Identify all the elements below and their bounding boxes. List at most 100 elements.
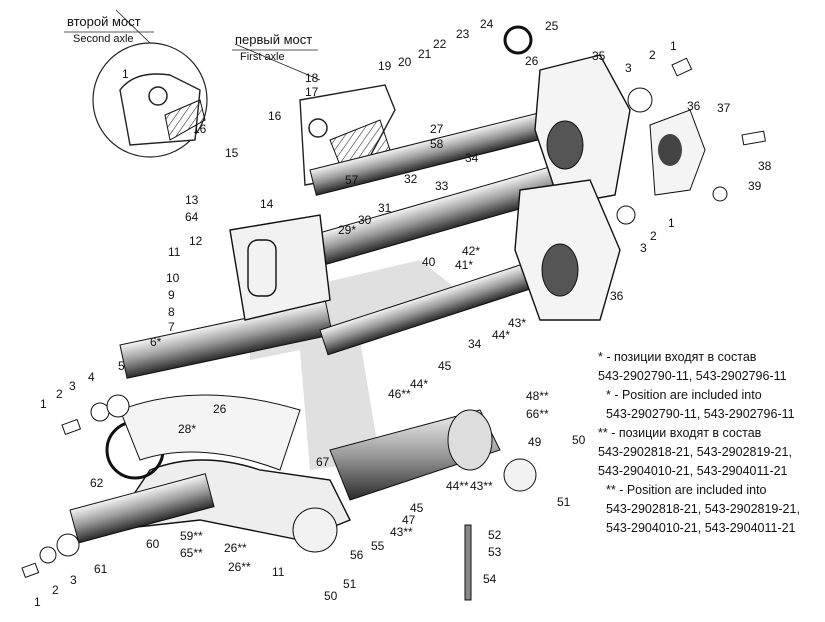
callout-37: 37: [717, 101, 731, 115]
callout-52: 52: [488, 528, 502, 542]
callout-43a: 43*: [508, 316, 526, 330]
note-line: ** - позиции входят в состав: [598, 426, 762, 440]
callout-31: 31: [378, 201, 392, 215]
caption-first-axle-ru: первый мост: [235, 32, 312, 47]
callout-5: 5: [118, 359, 125, 373]
note-line: * - позиции входят в состав: [598, 350, 757, 364]
note-line: 543-2902818-21, 543-2902819-21,: [606, 502, 800, 516]
callout-3-mid: 3: [640, 241, 647, 255]
callout-43c: 43**: [390, 525, 413, 539]
callout-19: 19: [378, 59, 392, 73]
callout-1: 1: [40, 397, 47, 411]
callout-45b: 45: [410, 501, 424, 515]
callout-2: 2: [56, 387, 63, 401]
callout-36b: 36: [610, 289, 624, 303]
callout-2-top: 2: [649, 48, 656, 62]
callout-50a: 50: [572, 433, 586, 447]
callout-60: 60: [146, 537, 160, 551]
note-line: 543-2902790-11, 543-2902796-11: [598, 369, 787, 383]
callout-9: 9: [168, 288, 175, 302]
callout-68: 1: [122, 67, 129, 81]
callout-1b: 1: [34, 595, 41, 609]
callout-16a: 16: [193, 122, 207, 136]
callout-38: 38: [758, 159, 772, 173]
callout-49: 49: [528, 435, 542, 449]
callout-17: 17: [305, 85, 319, 99]
callout-24: 24: [480, 17, 494, 31]
callout-25: 25: [545, 19, 559, 33]
right-housing: [514, 54, 706, 321]
callout-59: 59**: [180, 529, 203, 543]
callout-51b: 51: [343, 577, 357, 591]
callout-13: 13: [185, 193, 199, 207]
callout-11: 11: [168, 245, 181, 259]
callout-29: 29*: [338, 223, 356, 237]
callout-67: 67: [316, 455, 330, 469]
callout-27: 27: [430, 122, 444, 136]
callout-56: 56: [350, 548, 364, 562]
upper-shaft-assembly: [119, 108, 560, 379]
callout-32: 32: [404, 172, 418, 186]
callout-55: 55: [371, 539, 385, 553]
callout-61: 61: [94, 562, 108, 576]
callout-48: 48**: [526, 389, 549, 403]
callout-43b: 43**: [470, 479, 493, 493]
callout-23: 23: [456, 27, 470, 41]
callout-64: 64: [185, 210, 199, 224]
caption-second-axle-ru: второй мост: [67, 14, 141, 29]
position-notes: * - позиции входят в состав 543-2902790-…: [598, 348, 823, 538]
callout-16b: 16: [268, 109, 282, 123]
callout-26c: 26**: [224, 541, 247, 555]
callout-44c: 44**: [446, 479, 469, 493]
note-line: 543-2904010-21, 543-2904011-21: [598, 464, 788, 478]
callout-10: 10: [166, 271, 180, 285]
callout-30: 30: [358, 213, 372, 227]
note-line: * - Position are included into: [606, 388, 762, 402]
callout-2b: 2: [52, 583, 59, 597]
callout-50b: 50: [324, 589, 338, 603]
caption-first-axle-en: First axle: [240, 51, 285, 63]
callout-14: 14: [260, 197, 274, 211]
note-line: 543-2902818-21, 543-2902819-21,: [598, 445, 792, 459]
callout-4: 4: [88, 370, 95, 384]
callout-34: 34: [465, 151, 479, 165]
callout-53: 53: [488, 545, 502, 559]
note-line: 543-2902790-11, 543-2902796-11: [606, 407, 795, 421]
callout-62: 62: [90, 476, 104, 490]
fastener-parts: [21, 25, 766, 579]
callout-15: 15: [225, 146, 239, 160]
callout-66: 66**: [526, 407, 549, 421]
callout-1-top: 1: [670, 39, 677, 53]
callout-1-mid: 1: [668, 216, 675, 230]
callout-34b: 34: [468, 337, 482, 351]
callout-26d: 26**: [228, 560, 251, 574]
caption-second-axle-en: Second axle: [73, 33, 134, 45]
callout-39: 39: [748, 179, 762, 193]
callout-22: 22: [433, 37, 447, 51]
callout-36a: 36: [687, 99, 701, 113]
callout-54: 54: [483, 572, 497, 586]
callout-26: 26: [525, 54, 539, 68]
callout-44b: 44*: [410, 377, 428, 391]
callout-2-mid: 2: [650, 229, 657, 243]
callout-3b: 3: [70, 573, 77, 587]
callout-51a: 51: [557, 495, 571, 509]
callout-45: 45: [438, 359, 452, 373]
callout-65: 65**: [180, 546, 203, 560]
callout-46: 46**: [388, 387, 411, 401]
callout-44a: 44*: [492, 328, 510, 342]
second-axle-detail: [92, 9, 208, 158]
callout-18: 18: [305, 71, 319, 85]
callout-8: 8: [168, 305, 175, 319]
callout-21: 21: [418, 47, 432, 61]
lower-arm-assembly: [69, 394, 537, 601]
callout-42: 42*: [462, 244, 480, 258]
callout-20: 20: [398, 55, 412, 69]
callout-58: 58: [430, 137, 444, 151]
callout-labels: второй мост Second axle первый мост Firs…: [34, 14, 772, 609]
callout-3-top: 3: [625, 61, 632, 75]
callout-57: 57: [345, 173, 359, 187]
callout-3: 3: [69, 379, 76, 393]
callout-11b: 11: [272, 565, 285, 579]
note-line: 543-2904010-21, 543-2904011-21: [606, 521, 796, 535]
